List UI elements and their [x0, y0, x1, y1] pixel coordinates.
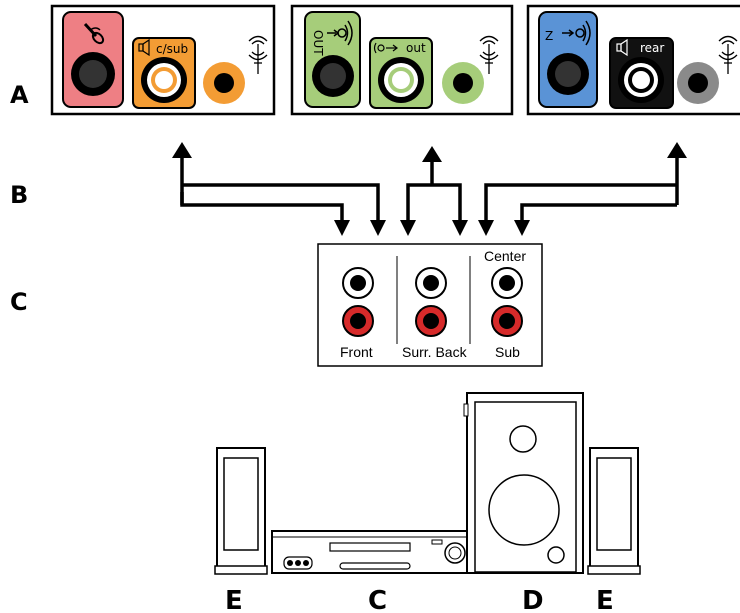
label-e-right: E — [596, 586, 614, 613]
sub-red-jack — [491, 305, 523, 337]
av-receiver — [271, 530, 486, 574]
out-label: out — [406, 41, 426, 55]
sub-label: Sub — [495, 344, 520, 360]
c-sub-label: c/sub — [156, 42, 188, 56]
rear-jack: rear — [609, 37, 674, 109]
surr-back-label: Surr. Back — [402, 344, 468, 360]
front-red-jack — [342, 305, 374, 337]
audio-panel-left: c/sub — [50, 4, 276, 116]
label-c: C — [368, 586, 387, 613]
line-in-icon — [562, 20, 591, 46]
center-white-jack — [491, 267, 523, 299]
connection-arrows — [172, 142, 687, 236]
line-out-icon — [327, 20, 353, 46]
right-satellite-speaker — [587, 447, 641, 575]
vertical-out-label: OUT — [311, 30, 325, 56]
left-satellite-speaker — [214, 447, 268, 575]
audio-panel-middle: OUT out — [290, 4, 514, 116]
mic-jack — [62, 11, 124, 108]
row-label-a: A — [10, 81, 29, 109]
audio-panel-right: Z rear — [526, 4, 740, 116]
audio-wave-icon — [248, 35, 268, 74]
out-jack: out — [369, 37, 433, 109]
line-out-jack: OUT — [304, 11, 361, 108]
center-sub-jack: c/sub — [132, 37, 196, 109]
center-label: Center — [484, 248, 526, 264]
label-d: D — [522, 586, 544, 613]
label-e-left: E — [225, 586, 243, 613]
surr-back-red-jack — [415, 305, 447, 337]
row-label-c: C — [10, 288, 28, 316]
microphone-icon — [83, 22, 105, 45]
speaker-icon — [138, 38, 150, 57]
receiver-input-panel: Center Front Surr. Back Sub — [317, 243, 543, 367]
audio-wave-icon — [479, 35, 499, 74]
subwoofer — [463, 392, 584, 574]
front-label: Front — [340, 344, 373, 360]
speaker-icon — [616, 38, 628, 57]
line-in-jack: Z — [538, 11, 598, 108]
audio-wave-icon — [718, 35, 738, 74]
front-white-jack — [342, 267, 374, 299]
vertical-z-label: Z — [545, 29, 553, 43]
surr-back-white-jack — [415, 267, 447, 299]
row-label-b: B — [10, 181, 28, 209]
rear-label: rear — [640, 41, 664, 55]
line-out-small-icon — [373, 42, 398, 54]
